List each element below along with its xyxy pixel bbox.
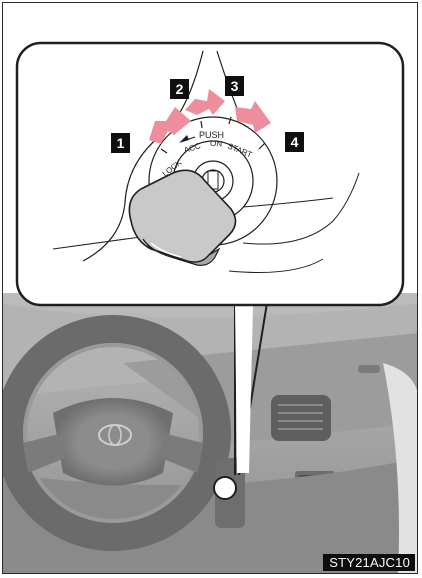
dashboard-photo <box>3 293 418 574</box>
callout-2: 2 <box>170 79 189 99</box>
callout-4: 4 <box>285 132 304 152</box>
ignition-switch-figure: PUSH LOCK ACC ON START 1 2 3 4 STY21AJC1… <box>2 2 418 574</box>
figure-caption: STY21AJC10 <box>323 554 415 571</box>
callout-1: 1 <box>111 133 130 153</box>
ignition-detail-inset: PUSH LOCK ACC ON START <box>17 43 403 305</box>
ignition-location-marker <box>214 477 236 499</box>
callout-3: 3 <box>225 76 244 96</box>
figure-illustration: PUSH LOCK ACC ON START <box>3 3 418 574</box>
on-label: ON <box>210 139 223 148</box>
